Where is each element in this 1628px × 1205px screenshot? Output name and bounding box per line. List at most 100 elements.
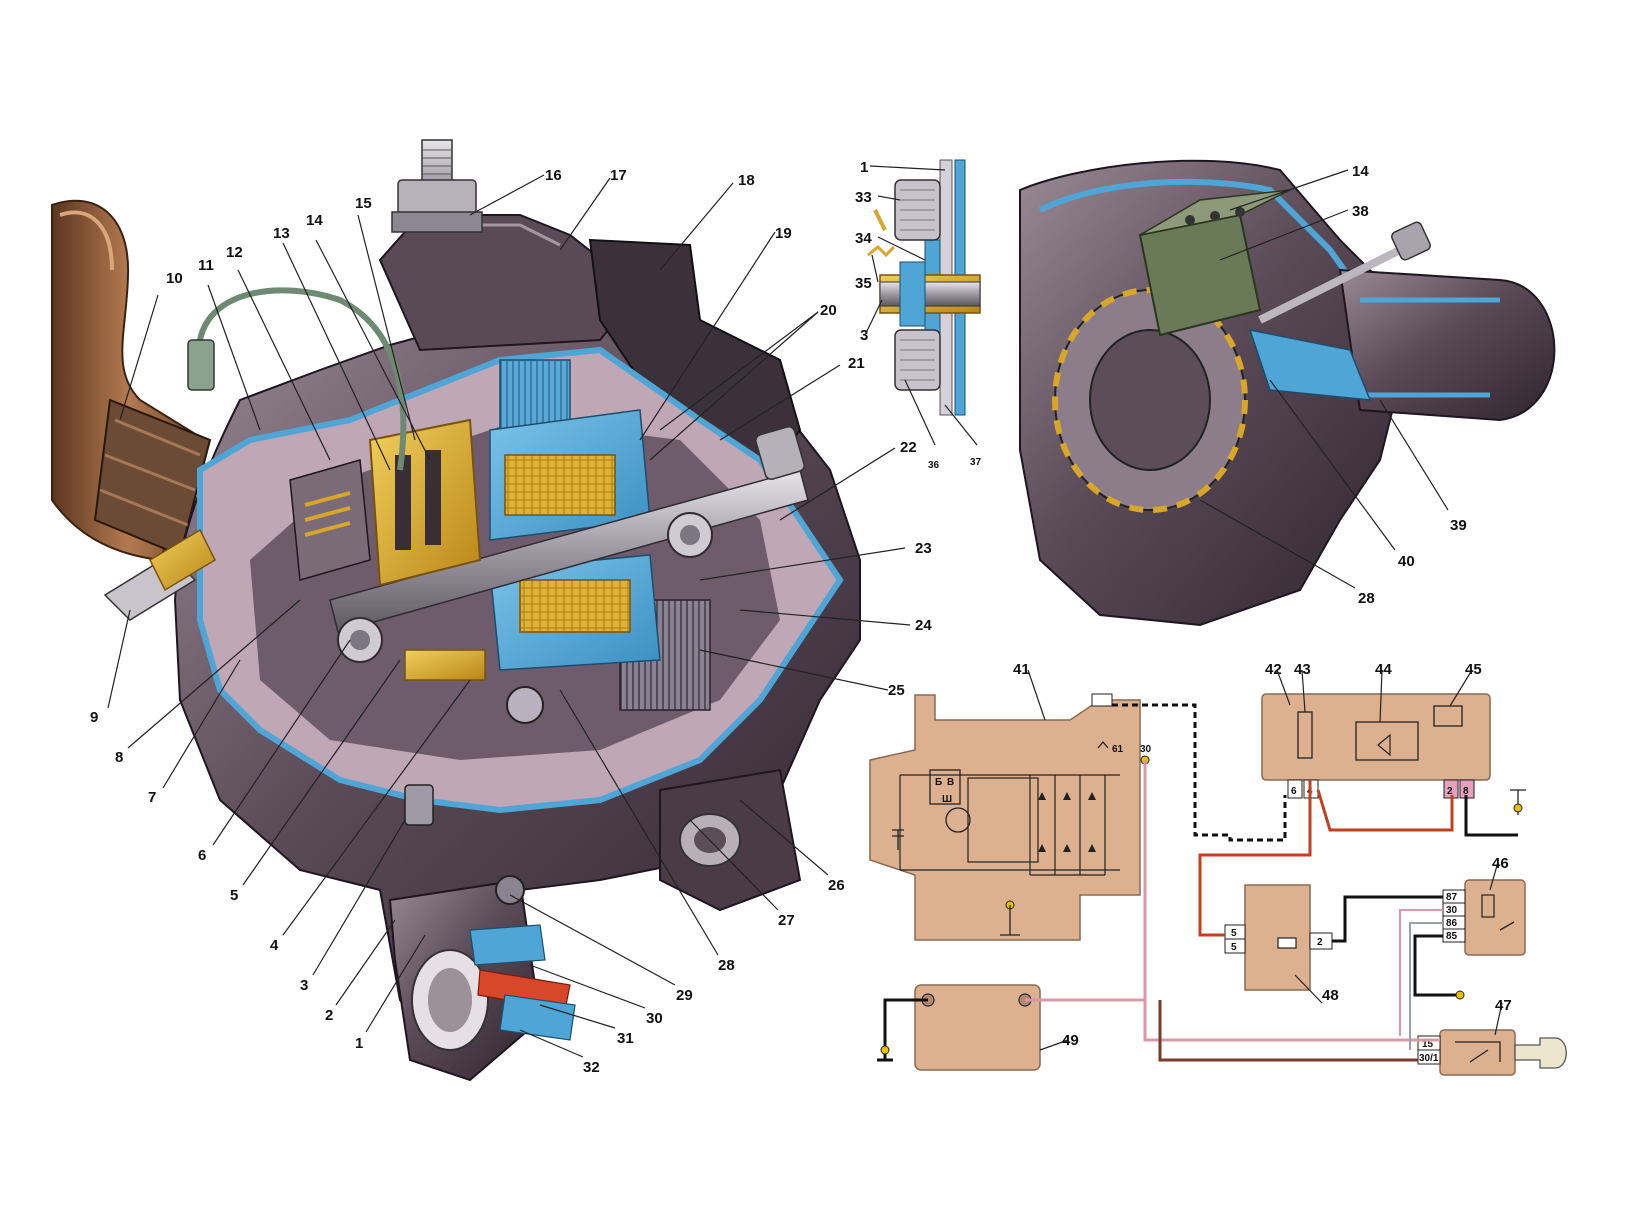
wire-61-to-indicator: [1112, 703, 1287, 842]
callout-46: 46: [1492, 855, 1509, 872]
fuse-terminal-5a: 5: [1231, 928, 1237, 939]
ignition-key: [1514, 1037, 1567, 1069]
ignition-switch: [1439, 1029, 1516, 1076]
callout-3: 3: [300, 977, 308, 994]
adjuster-rod: [1258, 236, 1422, 324]
callout-29: 29: [676, 987, 693, 1004]
relay-terminal-86: 86: [1446, 918, 1458, 929]
fuse-terminal-2: 2: [1317, 937, 1323, 948]
alternator-cutaway-view: [51, 139, 861, 1082]
callout-rear-28: 28: [1358, 590, 1375, 607]
callout-27: 27: [778, 912, 795, 929]
callout-37: 37: [970, 457, 982, 468]
callout-13: 13: [273, 225, 290, 242]
wire-red-indicator: [1316, 789, 1454, 832]
callout-32: 32: [583, 1059, 600, 1076]
fuse-terminal-5b: 5: [1231, 942, 1237, 953]
callout-20: 20: [820, 302, 837, 319]
panel-terminal-6: 6: [1291, 786, 1297, 797]
callouts-schematic: 41 42 43 44 45 46 47 48 49: [1013, 661, 1512, 1049]
callout-15: 15: [355, 195, 372, 212]
callout-23: 23: [915, 540, 932, 557]
callout-48: 48: [1322, 987, 1339, 1004]
callouts-rear-view: 14 38 39 40 28: [1352, 163, 1467, 607]
callout-25: 25: [888, 682, 905, 699]
callout-17: 17: [610, 167, 627, 184]
callout-35: 35: [855, 275, 872, 292]
callout-30: 30: [646, 1010, 663, 1027]
callout-36: 36: [928, 460, 940, 471]
bushing-sleeve-outer: [499, 994, 576, 1041]
callout-39: 39: [1450, 517, 1467, 534]
terminal-B: Б: [935, 777, 942, 788]
housing-screw: [495, 875, 525, 905]
relay: [1464, 879, 1526, 956]
rotor-field-winding-upper: [504, 454, 616, 516]
callouts-main: 1 2 3 4 5 6 7 8 9 10 11 12 13 14 15 16 1…: [90, 167, 932, 1076]
callout-24: 24: [915, 617, 932, 634]
callouts-inset-bearing: 1 33 34 35 3 36 37: [855, 159, 982, 471]
callout-43: 43: [1294, 661, 1311, 678]
terminal-Sh: Ш: [942, 794, 952, 805]
callout-22: 22: [900, 439, 917, 456]
capacitor: [404, 784, 434, 826]
wire-ignition-brown: [1158, 1000, 1418, 1062]
callout-21: 21: [848, 355, 865, 372]
callout-44: 44: [1375, 661, 1392, 678]
relay-terminal-87: 87: [1446, 892, 1458, 903]
callout-14: 14: [306, 212, 323, 229]
rectifier-block: [289, 459, 371, 581]
rotor-shaft: [329, 469, 809, 633]
wire-black-indicator: [1464, 795, 1518, 837]
callout-10: 10: [166, 270, 183, 287]
callout-42: 42: [1265, 661, 1282, 678]
relay-terminal-85: 85: [1446, 931, 1458, 942]
terminal-30: 30: [1140, 744, 1152, 755]
callout-41: 41: [1013, 661, 1030, 678]
wire-relay-black: [1413, 934, 1460, 997]
instrument-panel-board: [1261, 693, 1491, 781]
callout-8: 8: [115, 749, 123, 766]
callout-47: 47: [1495, 997, 1512, 1014]
callout-31: 31: [617, 1030, 634, 1047]
callout-33: 33: [855, 189, 872, 206]
stud-nut: [397, 179, 477, 215]
callout-inset-3: 3: [860, 327, 868, 344]
callout-18: 18: [738, 172, 755, 189]
switch-terminal-30-1: 30/1: [1419, 1053, 1439, 1064]
callout-1: 1: [355, 1035, 363, 1052]
callout-38: 38: [1352, 203, 1369, 220]
wire-red-main: [1198, 780, 1312, 937]
switch-terminal-15: 15: [1422, 1039, 1434, 1050]
terminal-61: 61: [1112, 744, 1124, 755]
shaft-nut: [755, 426, 805, 480]
callout-11: 11: [198, 257, 214, 274]
callout-28: 28: [718, 957, 735, 974]
callout-40: 40: [1398, 553, 1415, 570]
slip-ring-contact: [404, 649, 486, 681]
rear-cover-view: [1019, 159, 1556, 627]
rear-outlet-pipe: [1338, 268, 1556, 422]
terminal-insulator: [149, 528, 216, 592]
lubricant-spring: [867, 244, 896, 258]
panel-terminal-8: 8: [1463, 786, 1469, 797]
wire-30-battery: [1025, 760, 1147, 1002]
leader-lines: [107, 165, 1503, 1058]
callout-5: 5: [230, 887, 238, 904]
callout-4: 4: [270, 937, 279, 954]
callout-16: 16: [545, 167, 562, 184]
callout-19: 19: [775, 225, 792, 242]
wire-relay-pink: [1399, 909, 1443, 1036]
bushing-sleeve-blue: [469, 924, 546, 966]
callout-6: 6: [198, 847, 206, 864]
rotor-field-winding-lower: [519, 579, 631, 633]
callout-inset-1: 1: [860, 159, 868, 176]
generator-board: [869, 694, 1141, 941]
callout-9: 9: [90, 709, 98, 726]
callout-45: 45: [1465, 661, 1482, 678]
terminal-V: В: [947, 777, 954, 788]
wire-fuse-relay: [1332, 895, 1443, 943]
callout-rear-14: 14: [1352, 163, 1369, 180]
